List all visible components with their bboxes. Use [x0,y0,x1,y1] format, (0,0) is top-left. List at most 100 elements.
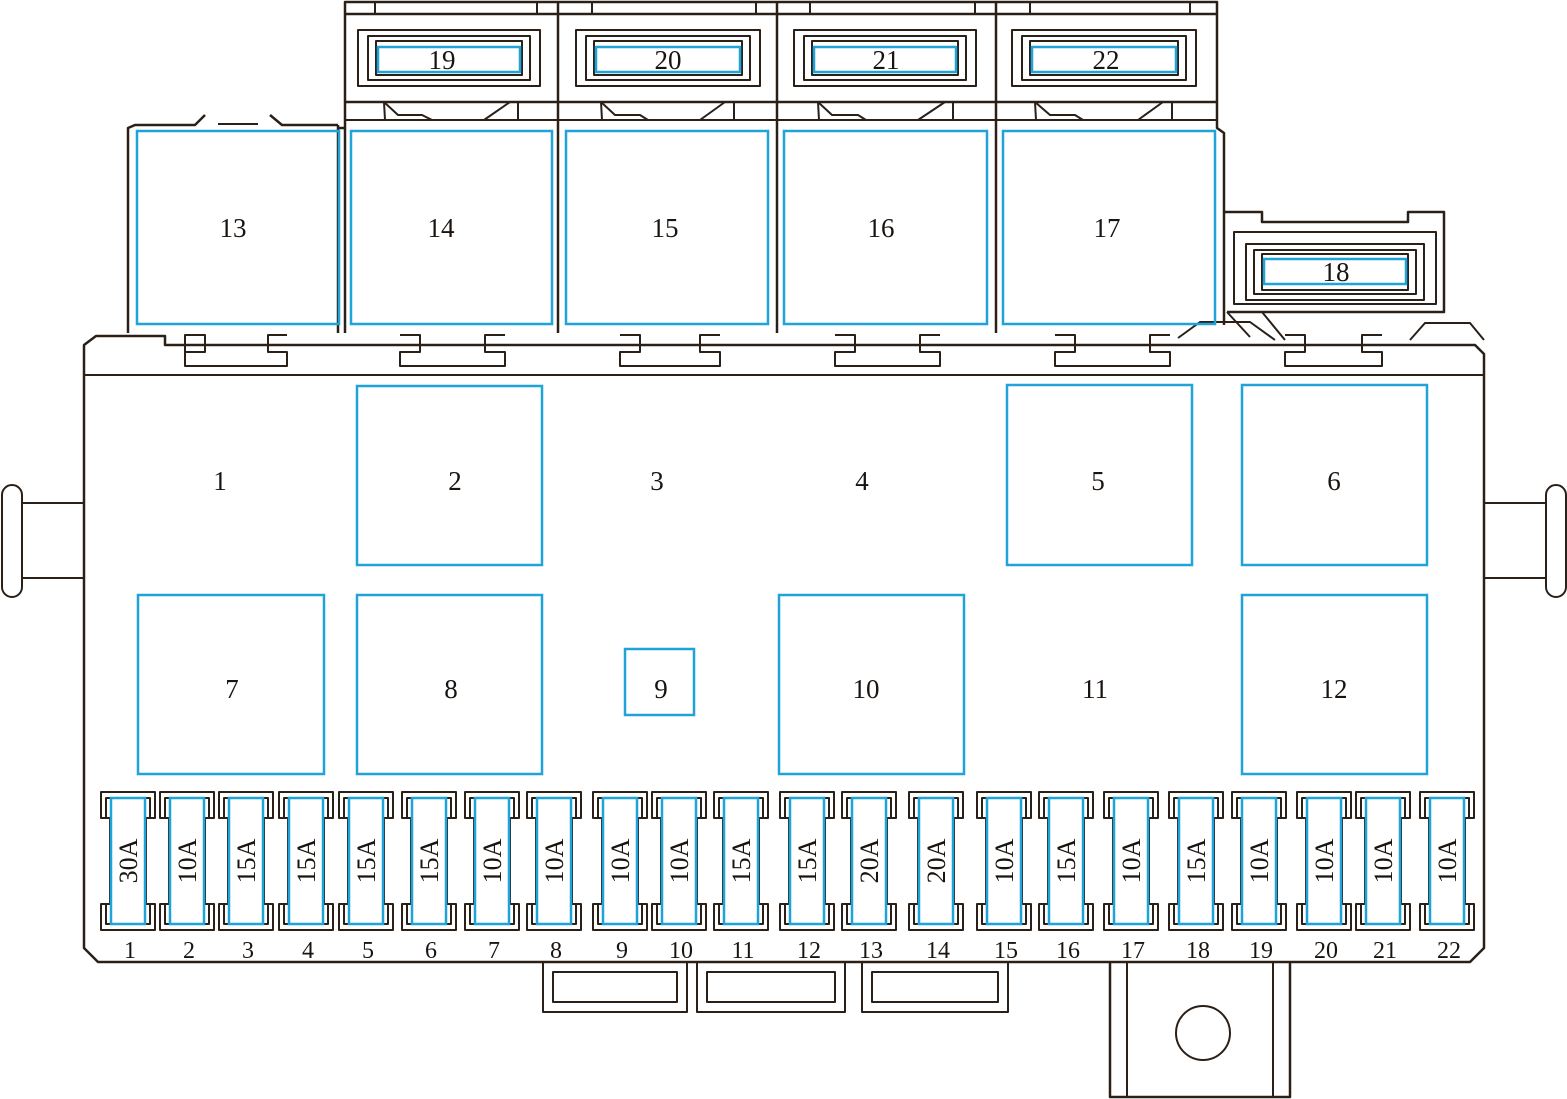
fuse-body [1428,796,1466,926]
relay-label: 14 [428,213,456,243]
fuse-number: 2 [183,938,195,964]
top-fuse-19[interactable]: 19 [357,29,541,87]
top-fuses: 19 20 21 22 [357,29,1197,87]
fuse-rating: 15A [793,838,822,883]
fuse-6[interactable]: 15A 6 [401,791,457,964]
bolt-hole [1175,1005,1231,1061]
relay-12[interactable]: 12 [1240,593,1429,776]
fuse-body [109,796,147,926]
fuse-rating: 15A [352,838,381,883]
fuse-number: 5 [362,938,374,964]
fuse-rating: 10A [173,838,202,883]
relay-label: 12 [1321,674,1348,704]
relay-16[interactable]: 16 [782,129,989,326]
fuse-rating: 10A [1310,838,1339,883]
fuse-body [601,796,639,926]
relay-17[interactable]: 17 [1001,129,1217,326]
relay-13[interactable]: 13 [135,129,341,326]
ground-bracket [1108,962,1292,1099]
fuse-12[interactable]: 15A 12 [779,791,835,964]
fuse-11[interactable]: 15A 11 [713,791,769,964]
relay-label: 10 [853,674,880,704]
top-fuse-label: 22 [1093,45,1120,75]
relay-6[interactable]: 6 [1240,383,1429,567]
relay-15[interactable]: 15 [564,129,770,326]
fuse-2[interactable]: 10A 2 [159,791,215,964]
fuse-row: 30A110A215A315A415A515A610A710A810A910A1… [100,791,1475,964]
relay-label: 17 [1094,213,1121,243]
housing-body [82,334,1486,964]
fuse-rating: 15A [1182,838,1211,883]
top-fuse-label: 21 [873,45,900,75]
bottom-connector-tabs [542,961,1009,1013]
relay-label: 3 [650,466,664,496]
relay-position-4[interactable]: 4 [855,466,869,496]
side-fuse-18[interactable]: 18 [1245,243,1425,301]
relay-label: 4 [855,466,869,496]
fuse-body [347,796,385,926]
relay-label: 6 [1327,466,1341,496]
fuse-number: 17 [1121,938,1145,964]
fuse-number: 12 [797,938,821,964]
relay-5[interactable]: 5 [1005,383,1194,567]
fuse-rating: 15A [415,838,444,883]
fuse-number: 6 [425,938,437,964]
relay-2[interactable]: 2 [355,384,544,567]
top-fuse-22[interactable]: 22 [1011,29,1197,87]
fuse-body [1047,796,1085,926]
relay-9[interactable]: 9 [623,647,696,717]
fuse-body [985,796,1023,926]
left-mounting-clip [1,484,84,598]
fuse-rating: 15A [727,838,756,883]
fuse-rating: 15A [1052,838,1081,883]
fuse-rating: 10A [1433,838,1462,883]
relay-position-1[interactable]: 1 [213,466,227,496]
relay-position-11[interactable]: 11 [1082,674,1108,704]
fuse-rating: 10A [1245,838,1274,883]
fuse-body [660,796,698,926]
relay-8[interactable]: 8 [355,593,544,776]
fuse-number: 4 [302,938,314,964]
fuse-number: 13 [859,938,883,964]
top-fuse-21[interactable]: 21 [793,29,977,87]
relay-label: 5 [1091,466,1105,496]
fuse-5[interactable]: 15A 5 [338,791,394,964]
fuse-body [168,796,206,926]
fuse-body [1177,796,1215,926]
relay-10[interactable]: 10 [777,593,966,776]
fuse-number: 11 [731,938,754,964]
fuse-number: 14 [926,938,950,964]
fuse-4[interactable]: 15A 4 [278,791,334,964]
fuse-rating: 10A [1369,838,1398,883]
relay-label: 2 [448,466,462,496]
fuse-19[interactable]: 10A 19 [1231,791,1287,964]
relay-7[interactable]: 7 [136,593,326,776]
fuse-body [287,796,325,926]
fuse-number: 7 [488,938,500,964]
fuse-number: 19 [1249,938,1273,964]
fuse-rating: 10A [665,838,694,883]
fuse-rating: 15A [292,838,321,883]
relay-position-3[interactable]: 3 [650,466,664,496]
right-mounting-clip [1484,484,1567,598]
top-fuse-label: 19 [429,45,456,75]
top-fuse-20[interactable]: 20 [575,29,761,87]
fuse-rating: 15A [232,838,261,883]
relay-label: 16 [868,213,895,243]
relay-14[interactable]: 14 [349,129,554,326]
